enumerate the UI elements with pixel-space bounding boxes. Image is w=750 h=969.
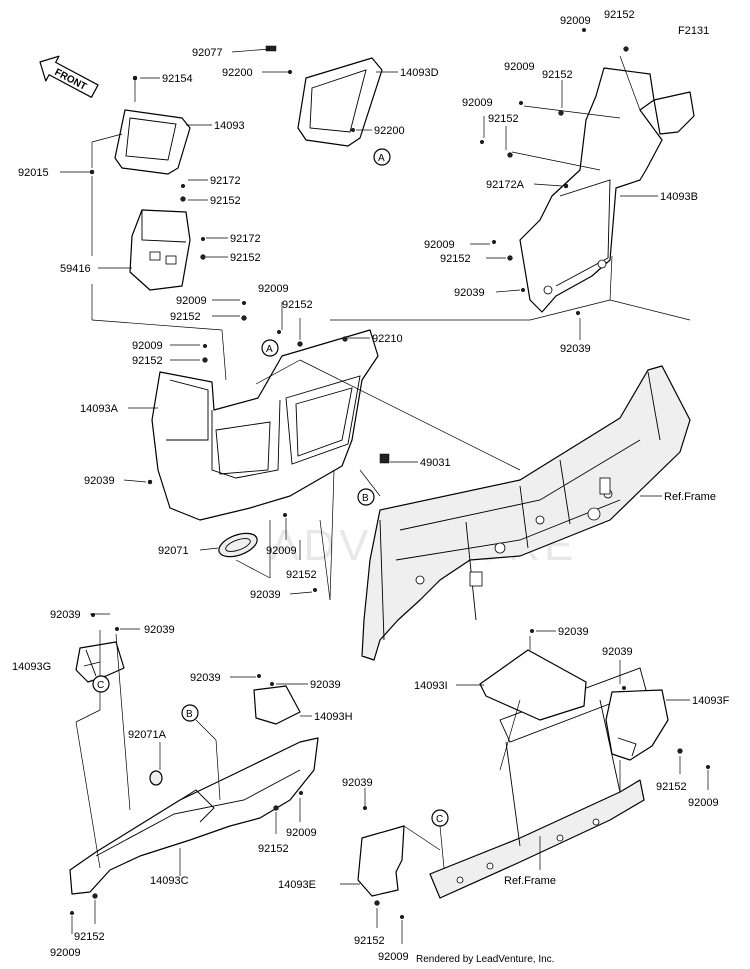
part-label: 92071: [158, 545, 189, 557]
part-label: 14093E: [278, 879, 316, 891]
part-label: 92152: [210, 195, 241, 207]
front-arrow-icon: FRONT: [39, 55, 99, 98]
part-label: 92009: [504, 61, 535, 73]
part-label: 92009: [132, 340, 163, 352]
part-59416-bracket: [129, 183, 206, 291]
rendered-by-credit: Rendered by LeadVenture, Inc.: [416, 954, 554, 965]
part-14093B-panel: [479, 27, 695, 316]
part-label: 14093D: [400, 67, 439, 79]
part-label: 92009: [688, 797, 719, 809]
part-label: 92009: [462, 97, 493, 109]
part-label: 92172: [210, 175, 241, 187]
part-label: 92152: [282, 299, 313, 311]
callout-B-lower: B: [181, 704, 199, 722]
part-label: 92009: [176, 295, 207, 307]
callout-C-left: C: [92, 675, 110, 693]
callout-mark: A: [266, 344, 273, 355]
part-label: 92152: [604, 9, 635, 21]
part-label: 92210: [372, 333, 403, 345]
part-label: 14093B: [660, 191, 698, 203]
part-14093C-skid: [69, 737, 319, 916]
part-14093D-bezel: [265, 45, 383, 147]
part-label: 92200: [222, 67, 253, 79]
part-label: 92009: [560, 15, 591, 27]
part-label: 14093A: [80, 403, 119, 415]
part-label: 92152: [230, 252, 261, 264]
part-label: 92039: [342, 777, 373, 789]
part-label: 92152: [542, 69, 573, 81]
callout-B-upper: B: [357, 488, 375, 506]
diagram-code: F2131: [678, 25, 709, 37]
part-label: 92039: [250, 589, 281, 601]
part-14093F-guard: [605, 685, 711, 770]
part-label: 92009: [424, 239, 455, 251]
part-label: 92009: [378, 951, 409, 963]
part-label: 92039: [560, 343, 591, 355]
part-14093H-bracket: [253, 673, 301, 725]
part-label: 59416: [60, 263, 91, 275]
callout-mark: C: [436, 814, 443, 825]
callout-A-lower: A: [261, 339, 279, 357]
part-label: 14093H: [314, 711, 353, 723]
part-label: 92152: [488, 113, 519, 125]
part-label: 92154: [162, 73, 193, 85]
part-label: 14093I: [414, 680, 448, 692]
part-label: 92172A: [486, 179, 525, 191]
part-label: 92152: [74, 931, 105, 943]
callout-mark: B: [186, 709, 193, 720]
part-label: 92039: [84, 475, 115, 487]
part-label: 92009: [50, 947, 81, 959]
part-label: 92039: [558, 626, 589, 638]
part-label: 92152: [258, 843, 289, 855]
part-label: 14093: [214, 120, 245, 132]
callout-A-upper: A: [373, 148, 391, 166]
part-label: 92039: [144, 624, 175, 636]
part-label: 92009: [266, 545, 297, 557]
main-frame: [361, 365, 691, 661]
part-14093A-dash: [147, 300, 390, 593]
part-label: 92039: [454, 287, 485, 299]
part-label: 92071A: [128, 729, 167, 741]
part-label: 92152: [656, 781, 687, 793]
part-14093-bezel: [114, 75, 191, 175]
part-label: 92039: [602, 646, 633, 658]
callout-C-right: C: [431, 809, 449, 827]
callout-mark: A: [378, 153, 385, 164]
part-label: 92152: [440, 253, 471, 265]
part-label: 92152: [354, 935, 385, 947]
callout-mark: C: [97, 680, 104, 691]
part-label: 92009: [286, 827, 317, 839]
ref-frame-label-upper: Ref.Frame: [664, 491, 716, 503]
part-label: 92077: [192, 47, 223, 59]
part-label: 92200: [374, 125, 405, 137]
part-label: 14093G: [12, 661, 51, 673]
callout-mark: B: [362, 493, 369, 504]
part-label: 92039: [310, 679, 341, 691]
part-label: 92015: [18, 167, 49, 179]
part-labels: 92077 92200 14093D 92200 92154 14093 920…: [12, 9, 730, 963]
part-label: 92152: [170, 311, 201, 323]
part-label: 14093F: [692, 695, 730, 707]
part-14093E-guard: [357, 805, 405, 920]
part-label: 92152: [132, 355, 163, 367]
part-label: 92172: [230, 233, 261, 245]
ref-frame-label-lower: Ref.Frame: [504, 875, 556, 887]
part-label: 14093C: [150, 875, 189, 887]
part-label: 92039: [50, 609, 81, 621]
part-14093I-plate: [479, 628, 587, 721]
part-label: 92009: [258, 283, 289, 295]
leader-lines: [60, 48, 709, 944]
part-label: 92039: [190, 672, 221, 684]
part-label: 49031: [420, 457, 451, 469]
part-label: 92152: [286, 569, 317, 581]
